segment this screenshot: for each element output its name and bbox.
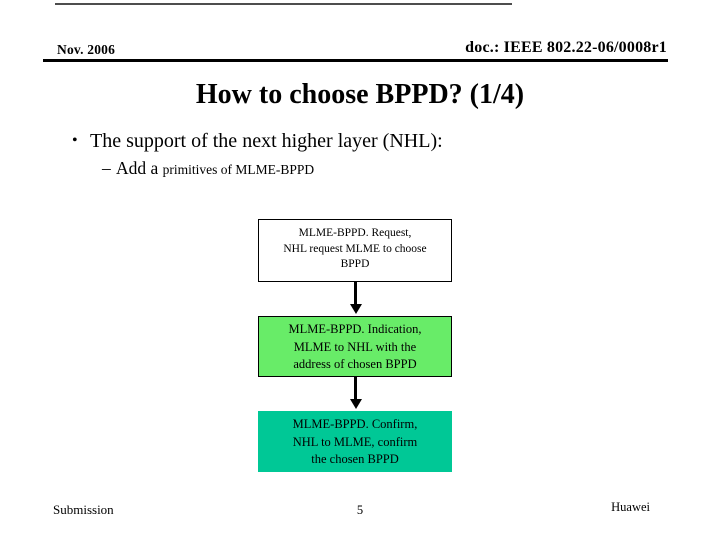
flow-box-line: MLME-BPPD. Confirm, <box>292 417 418 431</box>
flow-box-line: MLME to NHL with the <box>293 339 417 354</box>
flow-box-confirm: MLME-BPPD. Confirm, NHL to MLME, confirm… <box>258 411 452 472</box>
footer-submission: Submission <box>53 502 114 517</box>
flow-box-line: address of chosen BPPD <box>293 357 417 371</box>
sub-bullet-marker: – <box>102 158 111 178</box>
flow-arrow-down <box>354 282 357 305</box>
flow-box-request: MLME-BPPD. Request, NHL request MLME to … <box>258 219 452 282</box>
flow-box-line: NHL to MLME, confirm <box>292 434 418 449</box>
footer-page-number: 5 <box>356 503 364 517</box>
sub-bullet-text-small: primitives of MLME-BPPD <box>162 162 315 177</box>
flow-box-line: MLME-BPPD. Request, <box>298 227 412 239</box>
flow-box-line: the chosen BPPD <box>311 452 399 466</box>
sub-bullet-text-large: Add a <box>116 158 163 178</box>
bullet-item: • The support of the next higher layer (N… <box>72 130 632 153</box>
slide-title: How to choose BPPD? (1/4) <box>195 79 525 110</box>
header-doc-number: doc.: IEEE 802.22-06/0008r1 <box>465 39 667 56</box>
flow-box-line: NHL request MLME to choose <box>283 242 427 255</box>
header-date: Nov. 2006 <box>57 42 116 57</box>
flow-arrow-down <box>354 377 357 400</box>
bullet-marker: • <box>72 132 78 149</box>
bullet-text: The support of the next higher layer (NH… <box>90 130 443 152</box>
header-rule <box>43 59 668 62</box>
flow-arrowhead-icon <box>349 399 362 409</box>
top-edge-line <box>55 3 512 5</box>
footer-company: Huawei <box>611 500 650 514</box>
flow-box-line: MLME-BPPD. Indication, <box>288 322 422 336</box>
sub-bullet-item: –Add a primitives of MLME-BPPD <box>102 158 622 179</box>
flow-box-indication: MLME-BPPD. Indication, MLME to NHL with … <box>258 316 452 377</box>
flow-box-line: BPPD <box>340 258 370 270</box>
flow-arrowhead-icon <box>349 304 362 314</box>
